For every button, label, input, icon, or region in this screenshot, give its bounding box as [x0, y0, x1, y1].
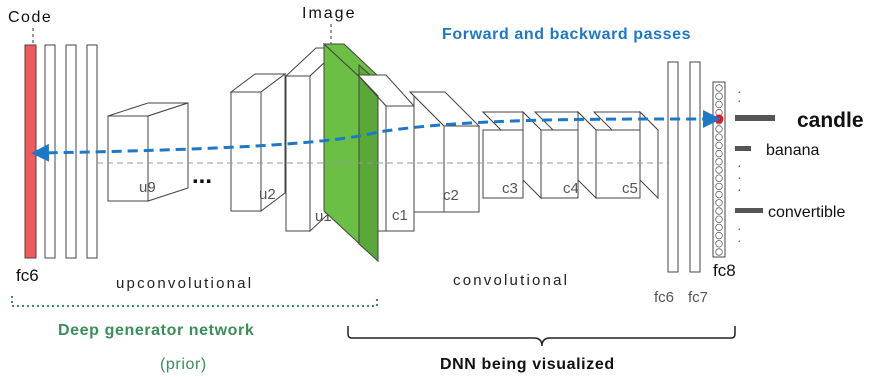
layer-u9-label: u9 [139, 179, 156, 196]
forward-backward-path [31, 109, 721, 162]
fc8-unit [715, 125, 723, 133]
candle-unit-dot [714, 114, 724, 124]
fc8-unit [715, 223, 723, 232]
fc8-unit [715, 231, 723, 240]
fc8-unit [715, 215, 723, 223]
fc8-unit [715, 248, 723, 256]
layer-c4-label: c4 [563, 180, 579, 197]
layer-c1-label: c1 [392, 207, 408, 224]
banana-bar [735, 146, 751, 151]
convertible-label: convertible [768, 204, 845, 221]
generator-label: Deep generator network [58, 322, 254, 339]
vertical-dots-mid-3: · [737, 181, 742, 197]
fc8-unit [715, 190, 723, 199]
fc8-unit [715, 84, 723, 92]
generator-bracket [11, 296, 378, 307]
upconvolutional-label: upconvolutional [116, 275, 253, 292]
convertible-bar [735, 208, 763, 213]
fc8-unit [715, 133, 723, 141]
vertical-dots-mid-2: · [737, 169, 742, 185]
code-vector-fc6 [24, 44, 37, 259]
convolutional-label: convolutional [453, 272, 569, 289]
fc8-unit [715, 240, 723, 248]
passes-label: Forward and backward passes [442, 26, 691, 43]
fc8-unit [715, 182, 723, 191]
fc8-unit [715, 174, 723, 182]
fc8-unit [715, 166, 723, 174]
layer-u2-block [229, 73, 287, 212]
candle-label: candle [797, 109, 864, 132]
fc8-unit [715, 141, 723, 150]
dnn-bracket [347, 326, 736, 347]
dnn-label: DNN being visualized [440, 356, 615, 373]
image-label: Image [302, 5, 356, 22]
vertical-dots-bottom: · [737, 220, 742, 236]
vertical-dots-top: · [737, 83, 742, 99]
fc8-unit [715, 199, 723, 207]
ellipsis: ... [192, 162, 212, 189]
dnn-fc7-layer [689, 61, 701, 273]
fc8-unit [715, 149, 723, 158]
vertical-dots-top-2: · [737, 92, 742, 108]
dnn-fc6-layer [667, 61, 679, 273]
fc8-unit [715, 207, 723, 215]
fc8-unit [715, 92, 723, 100]
vertical-dots-bottom-2: · [737, 232, 742, 248]
prior-label: (prior) [160, 356, 207, 373]
layer-c3-label: c3 [502, 180, 518, 197]
layer-c5-label: c5 [622, 180, 638, 197]
fc6-right-label: fc6 [654, 289, 674, 306]
fc8-label: fc8 [713, 261, 736, 280]
fc8-column [712, 81, 726, 258]
fc8-unit [715, 158, 723, 166]
vertical-dots-mid: · [737, 157, 742, 173]
fc7-label: fc7 [688, 289, 708, 306]
fc6-left-label: fc6 [16, 266, 39, 285]
candle-bar [735, 115, 775, 121]
fc8-unit [715, 100, 723, 109]
layer-c2-label: c2 [443, 187, 459, 204]
layer-u2-label: u2 [259, 186, 276, 203]
banana-label: banana [766, 142, 819, 159]
code-label: Code [8, 9, 52, 26]
